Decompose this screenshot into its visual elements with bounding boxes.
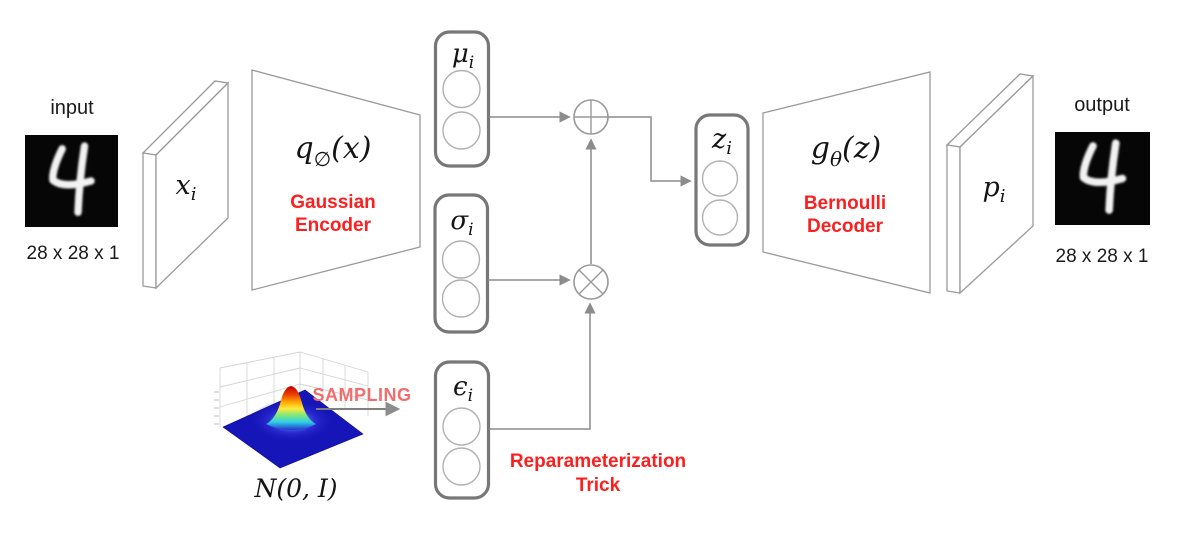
- sigma-neuron-1: [441, 240, 481, 279]
- sigma-label: σi: [450, 206, 473, 240]
- output-title: output: [1074, 94, 1130, 116]
- epsilon-label: ϵi: [453, 372, 473, 406]
- epsilon-vector-box: ϵi: [433, 360, 491, 500]
- decoder-formula: gθ(z): [811, 131, 881, 171]
- gaussian-distribution-plot: N(0, I): [214, 351, 369, 503]
- mu-neuron-2: [442, 111, 481, 150]
- z-neuron-1: [701, 160, 739, 197]
- plot-wireframe: [219, 351, 369, 427]
- encoder-formula: q∅(x): [295, 131, 372, 171]
- decoder-caption-line1: Bernoulli: [804, 193, 886, 214]
- decoder-trapezoid: gθ(z) Bernoulli Decoder: [762, 71, 931, 294]
- encoder-trapezoid: q∅(x) Gaussian Encoder: [251, 69, 421, 291]
- encoder-caption-line2: Encoder: [295, 215, 372, 236]
- sigma-vector-box: σi: [433, 193, 490, 334]
- plot-gaussian-peak: [266, 386, 316, 430]
- z-vector-box: zi: [694, 113, 750, 247]
- multiply-operator-icon: [573, 264, 609, 300]
- sampling-label: SAMPLING: [312, 385, 411, 405]
- z-neuron-2: [701, 199, 739, 236]
- reparam-label-line2: Trick: [576, 475, 621, 496]
- mu-vector-box: μi: [433, 30, 491, 168]
- p-layer-label: pi: [982, 172, 1005, 207]
- encoder-caption-line1: Gaussian: [290, 192, 376, 213]
- plus-operator-icon: [573, 99, 609, 135]
- input-title: input: [50, 97, 94, 119]
- p-layer-slab: pi: [945, 73, 1035, 295]
- plot-axis-ticks: [214, 391, 219, 425]
- epsilon-neuron-2: [442, 447, 481, 486]
- epsilon-neuron-1: [442, 407, 481, 446]
- input-digit-image: [25, 135, 118, 227]
- decoder-caption-line2: Decoder: [807, 216, 884, 237]
- output-digit-image: [1055, 132, 1150, 225]
- mu-label: μi: [452, 39, 474, 73]
- x-layer-slab: xi: [141, 80, 230, 290]
- output-dims-label: 28 x 28 x 1: [1056, 246, 1149, 267]
- arrow-epsilon-to-times: [489, 302, 596, 430]
- reparam-label-line1: Reparameterization: [510, 451, 686, 472]
- input-dims-label: 28 x 28 x 1: [27, 243, 120, 264]
- sigma-neuron-2: [441, 279, 481, 318]
- normal-distribution-label: N(0, I): [253, 474, 337, 503]
- mu-neuron-1: [442, 69, 481, 109]
- x-layer-label: xi: [176, 170, 197, 205]
- z-label: zi: [711, 124, 732, 159]
- arrow-plus-to-z: [608, 116, 692, 187]
